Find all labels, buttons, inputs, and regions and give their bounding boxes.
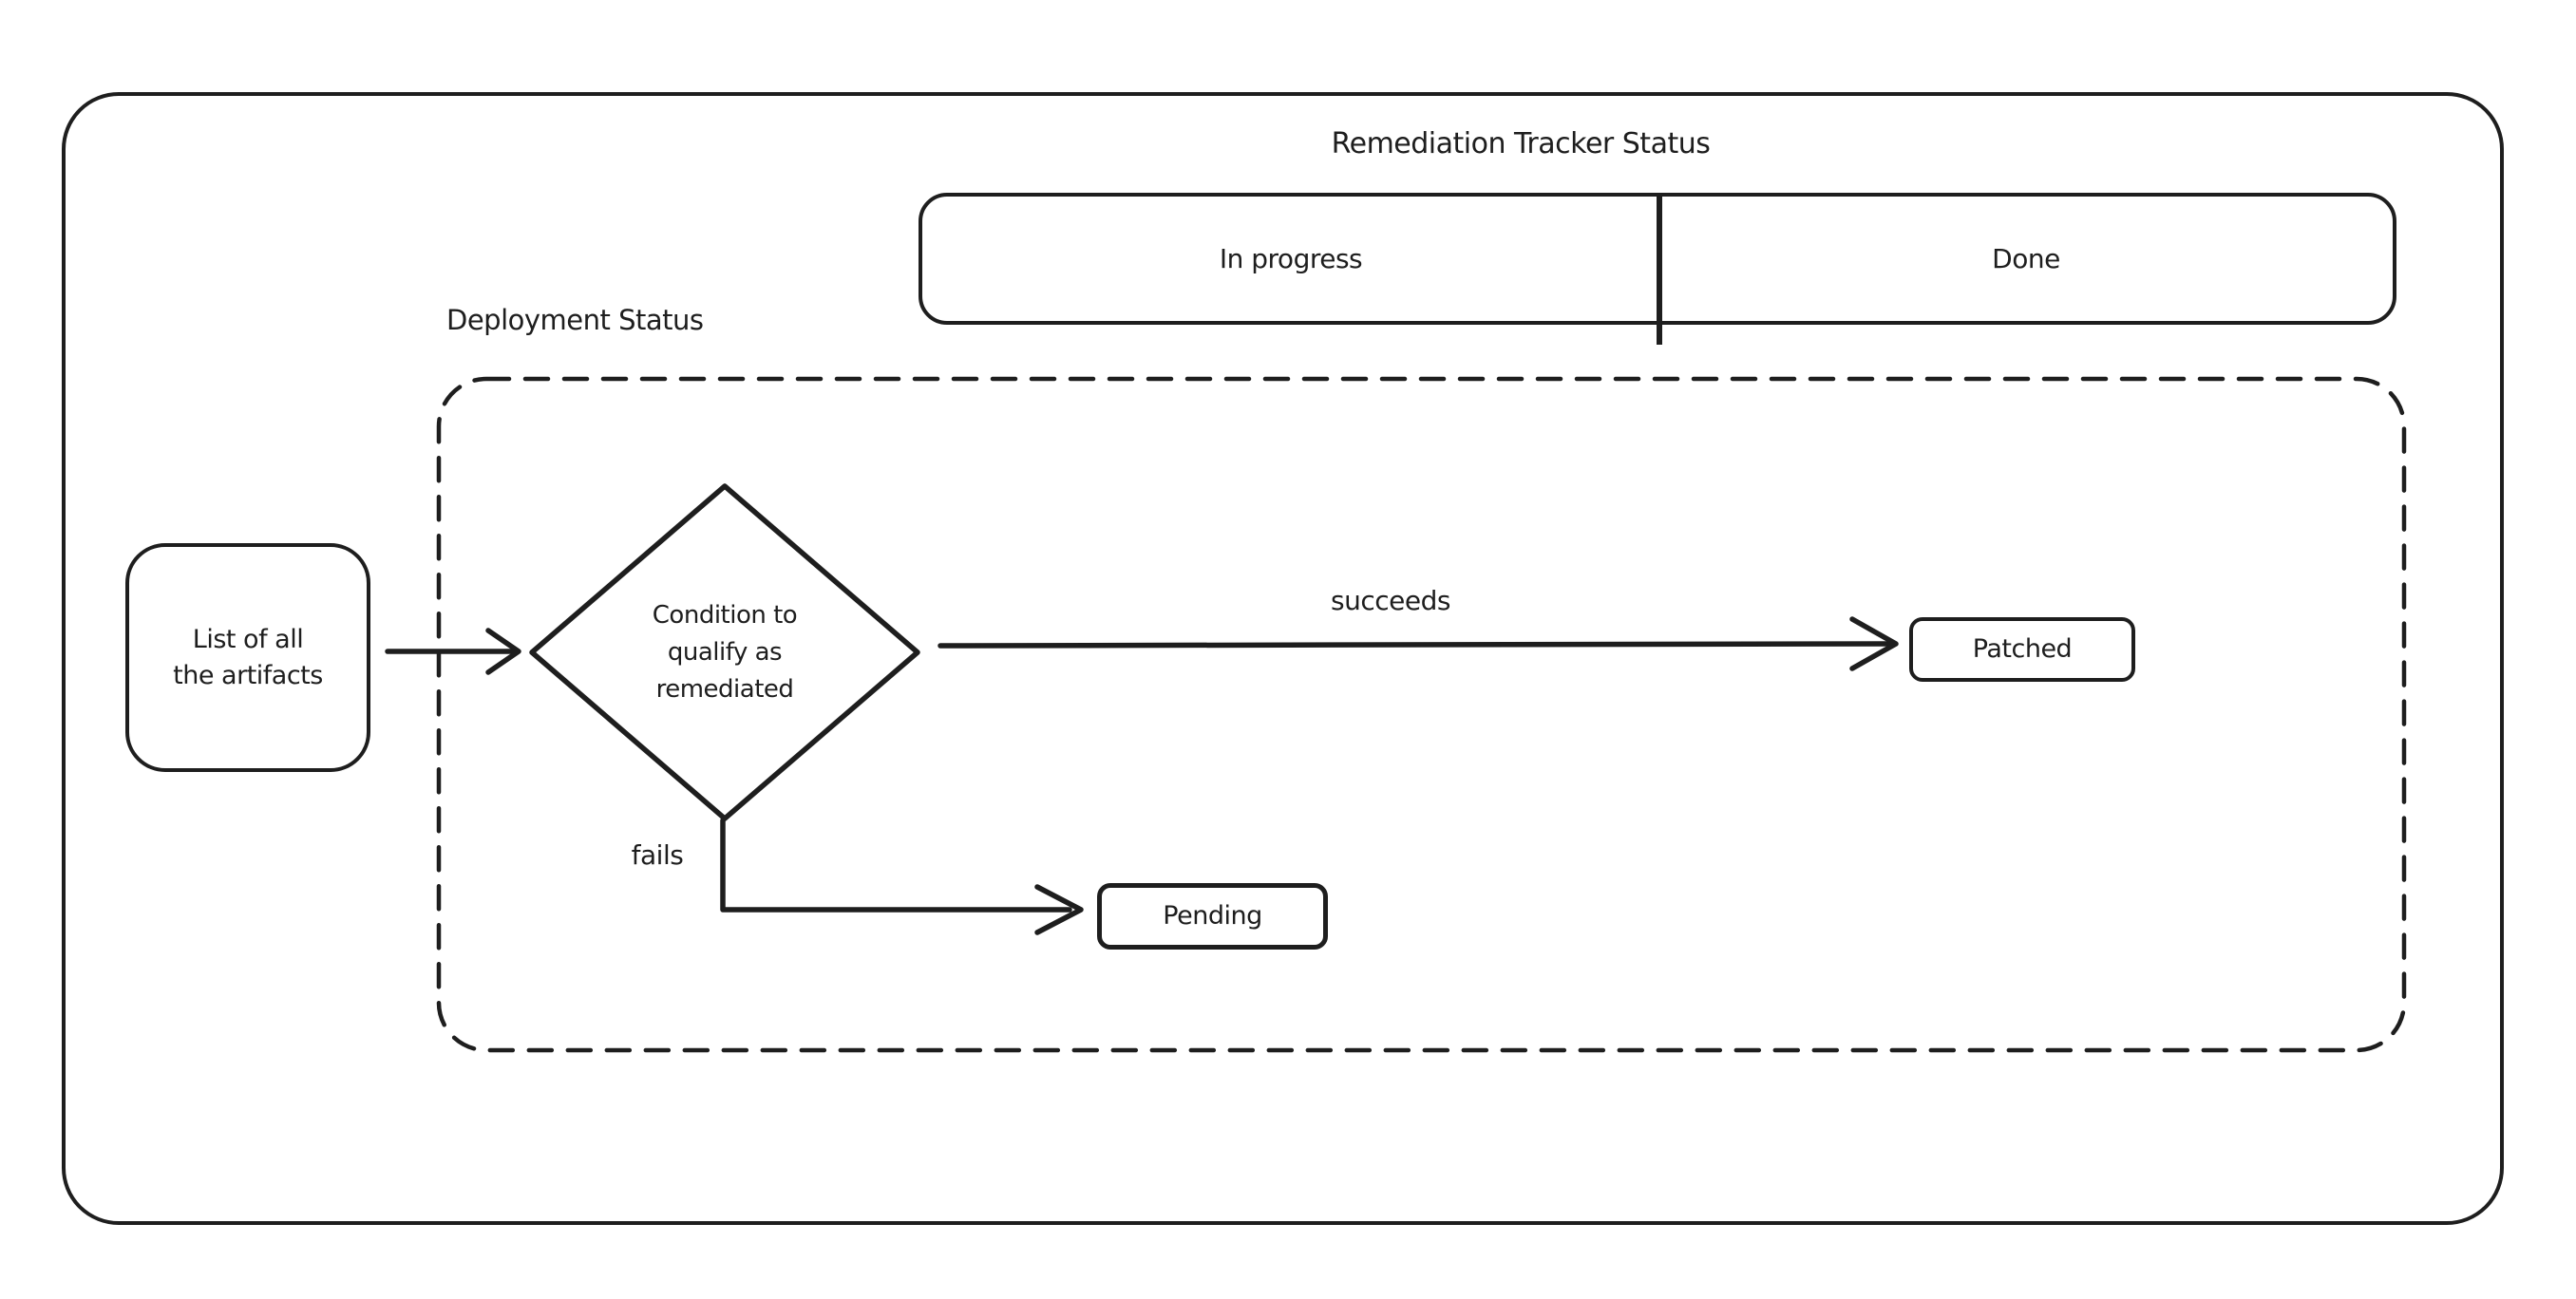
tracker-cell-in-progress: In progress <box>1219 243 1363 274</box>
outer-frame <box>62 92 2504 1225</box>
condition-diamond-label: Condition to qualify as remediated <box>652 600 798 704</box>
tracker-bar-divider <box>1657 193 1662 345</box>
node-pending: Pending <box>1097 883 1328 950</box>
node-artifacts: List of all the artifacts <box>125 543 370 772</box>
edge-label-succeeds: succeeds <box>1331 585 1450 616</box>
diagram-title: Remediation Tracker Status <box>1331 127 1711 160</box>
tracker-cell-done: Done <box>1992 243 2060 274</box>
edge-label-fails: fails <box>631 839 684 871</box>
tracker-status-bar: In progress Done <box>919 193 2396 345</box>
deployment-region-label: Deployment Status <box>446 304 704 336</box>
node-patched: Patched <box>1909 617 2135 682</box>
